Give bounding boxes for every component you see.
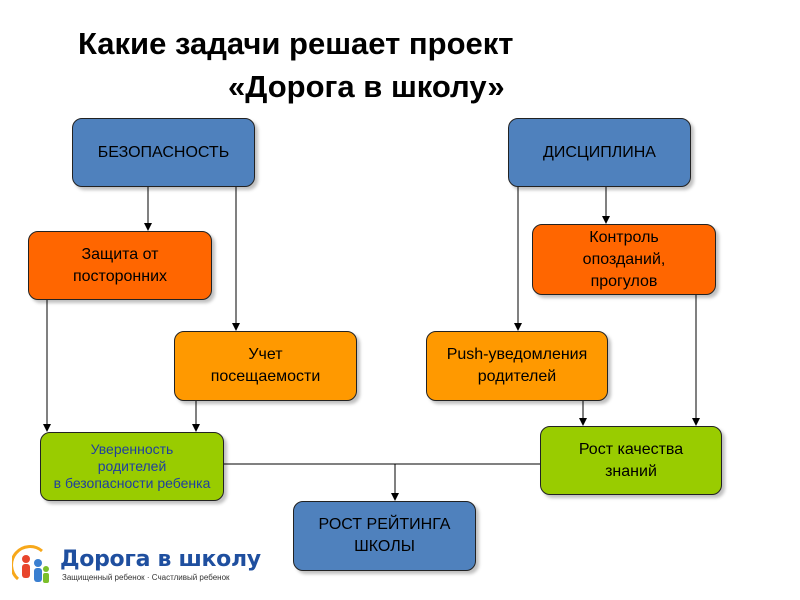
box-safety: БЕЗОПАСНОСТЬ bbox=[72, 118, 255, 187]
box-lateness-control-label: Контроль опозданий, прогулов bbox=[582, 228, 666, 290]
box-discipline-label: ДИСЦИПЛИНА bbox=[543, 143, 656, 161]
box-attendance-label: Учет посещаемости bbox=[210, 346, 321, 385]
box-protection-label: Защита от посторонних bbox=[72, 245, 167, 285]
box-parent-confidence: Уверенность родителей в безопасности реб… bbox=[40, 432, 224, 501]
project-logo: Дорога в школу Защищенный ребенок · Счас… bbox=[12, 545, 262, 589]
children-logo-icon bbox=[12, 545, 49, 583]
box-protection: Защита от посторонних bbox=[28, 231, 212, 300]
box-parent-confidence-label: Уверенность родителей в безопасности реб… bbox=[53, 441, 211, 491]
slide-title-line-2: «Дорога в школу» bbox=[228, 69, 505, 104]
logo-name: Дорога в школу bbox=[60, 547, 261, 572]
logo-slogan: Защищенный ребенок · Счастливый ребенок bbox=[62, 573, 230, 582]
box-attendance: Учет посещаемости bbox=[174, 331, 357, 401]
box-push-notifications-label: Push-уведомления родителей bbox=[446, 346, 588, 385]
box-knowledge-growth-label: Рост качества знаний bbox=[578, 440, 684, 480]
slide-title-line-1: Какие задачи решает проект bbox=[78, 26, 514, 61]
box-rating-growth-label: РОСТ РЕЙТИНГА ШКОЛЫ bbox=[318, 516, 451, 555]
box-push-notifications: Push-уведомления родителей bbox=[426, 331, 608, 401]
box-safety-label: БЕЗОПАСНОСТЬ bbox=[97, 143, 230, 161]
box-rating-growth: РОСТ РЕЙТИНГА ШКОЛЫ bbox=[293, 501, 476, 571]
box-knowledge-growth: Рост качества знаний bbox=[540, 426, 722, 495]
box-lateness-control: Контроль опозданий, прогулов bbox=[532, 224, 716, 295]
box-discipline: ДИСЦИПЛИНА bbox=[508, 118, 691, 187]
